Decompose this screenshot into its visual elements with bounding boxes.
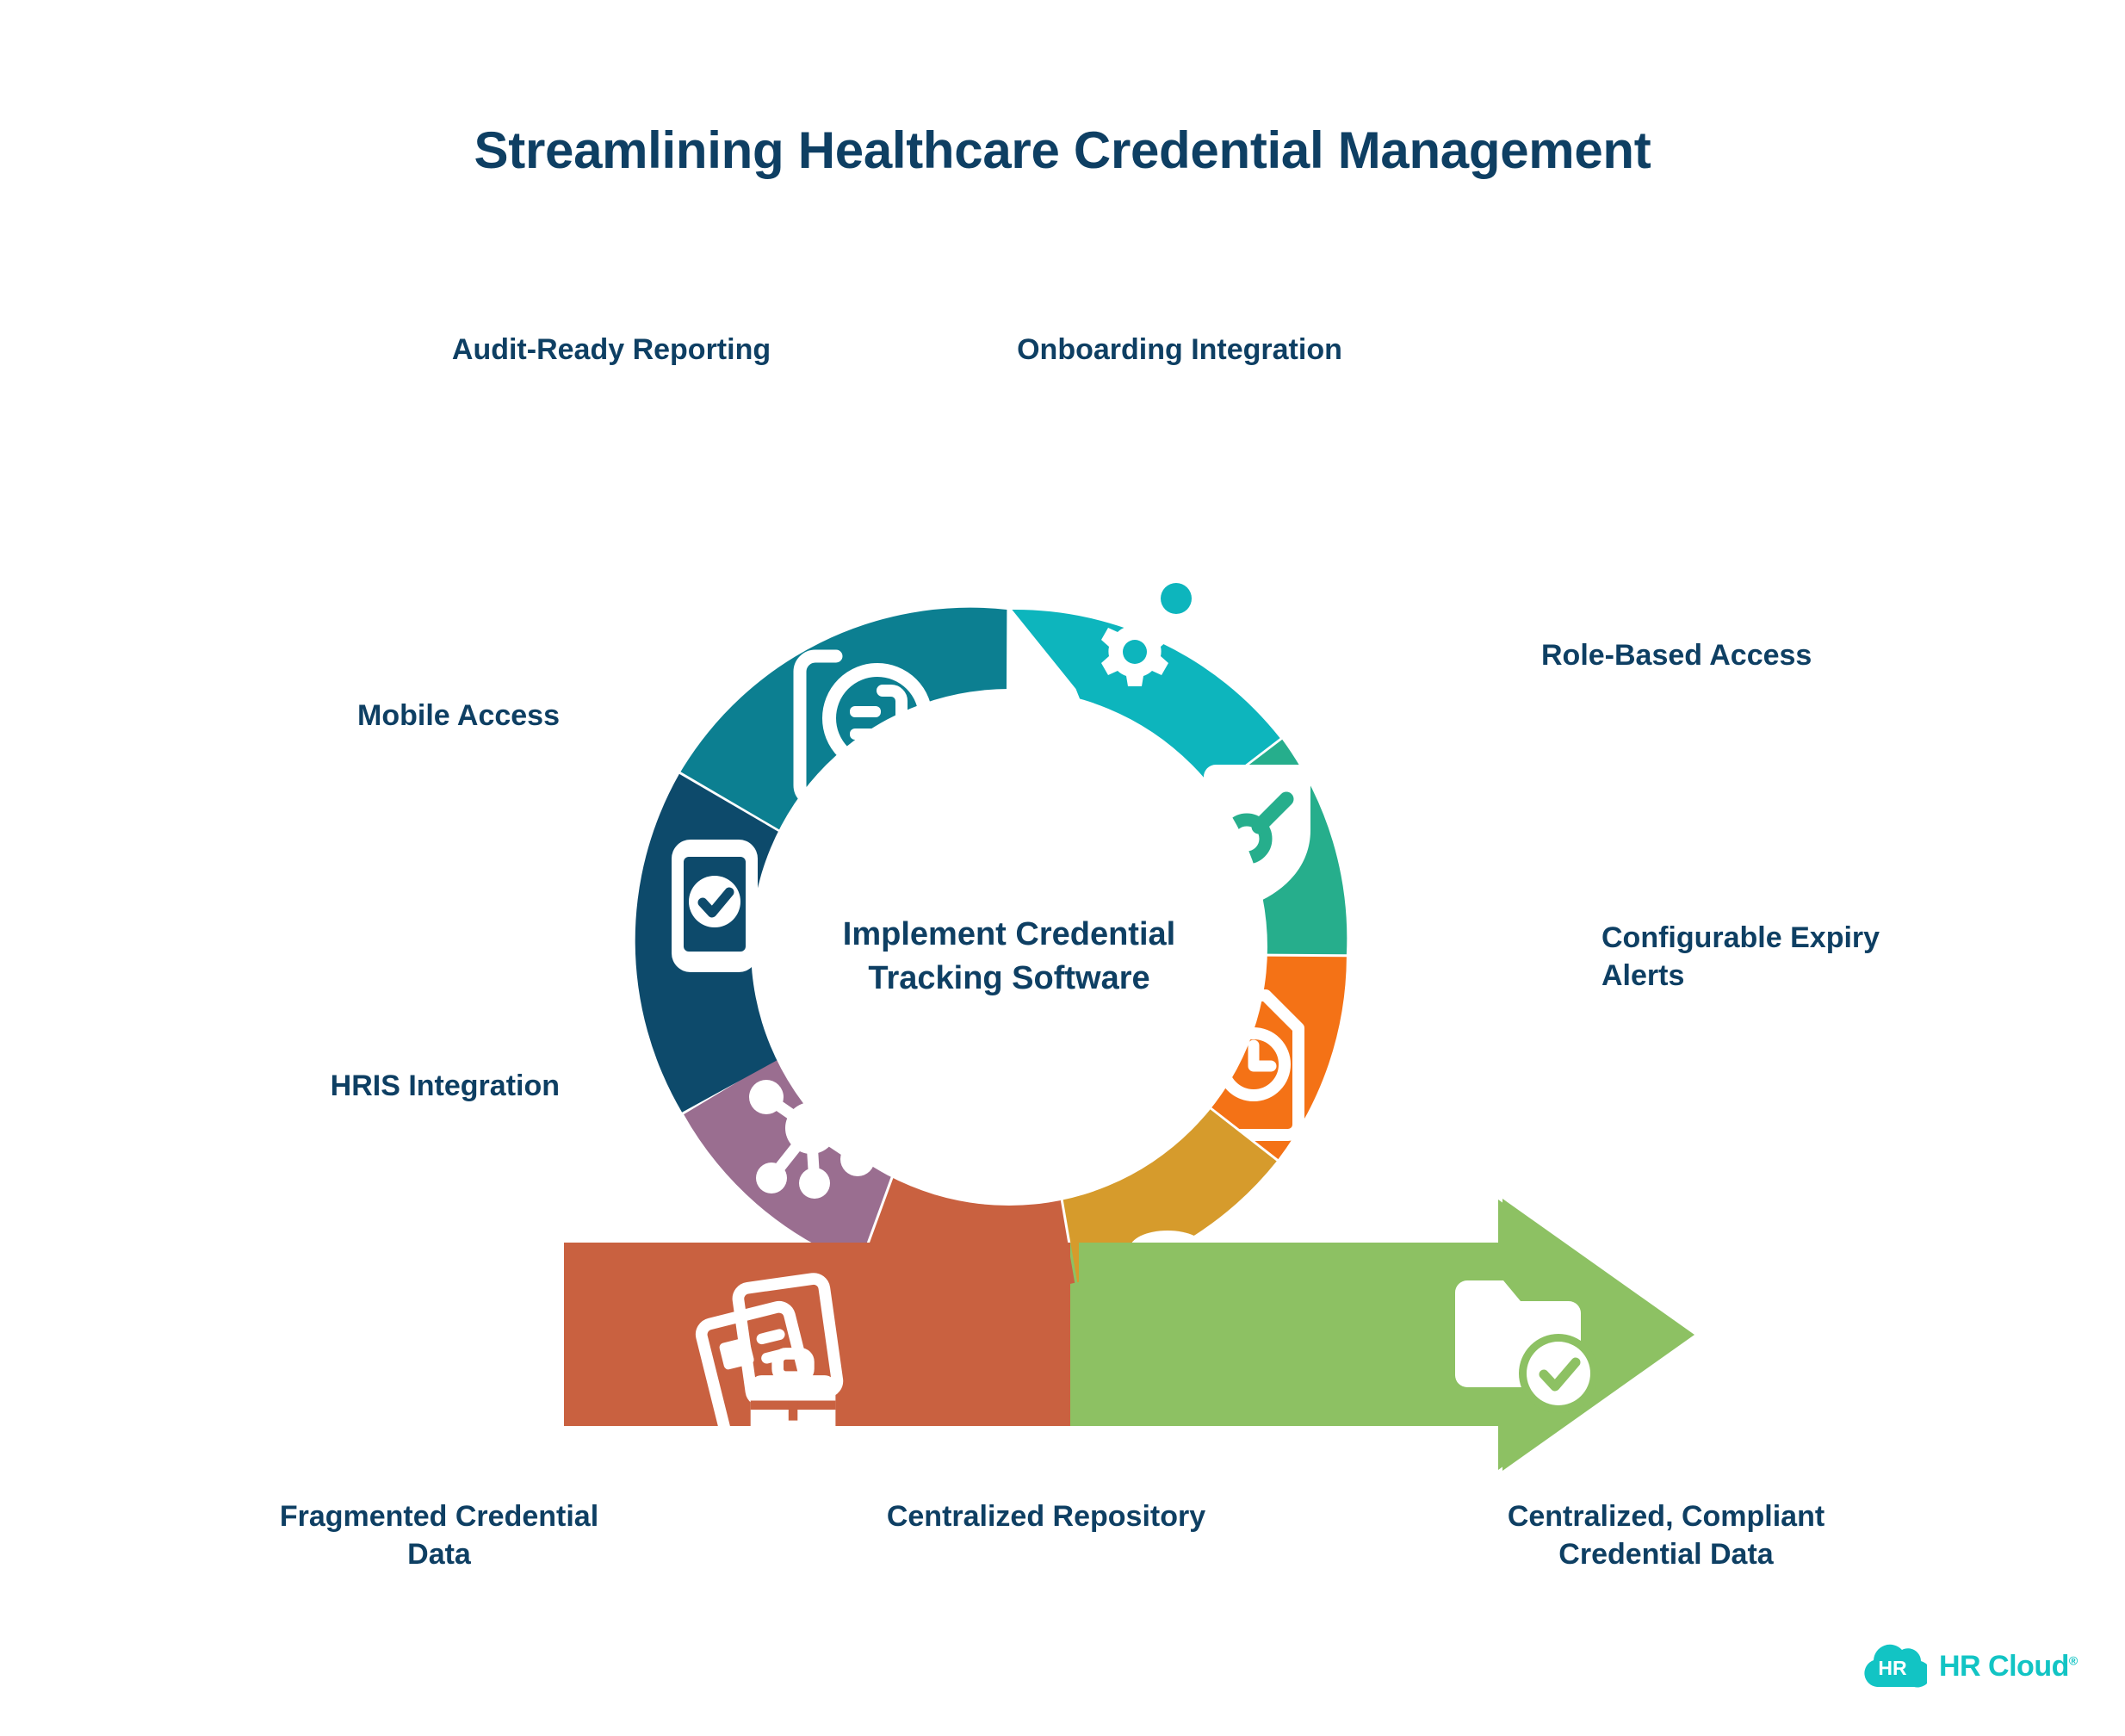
input-bar-overlay	[564, 1243, 1070, 1445]
page-title: Streamlining Healthcare Credential Manag…	[474, 121, 1651, 179]
label-centralized-repository: Centralized Repository	[886, 1500, 1206, 1533]
label-centralized-compliant-credential-data: Centralized, Compliant Credential Data	[1507, 1500, 1825, 1571]
hr-cloud-wordmark: HR Cloud®	[1939, 1650, 2078, 1683]
label-configurable-expiry-alerts: Configurable Expiry Alerts	[1601, 921, 1880, 992]
label-fragmented-credential-data: Fragmented Credential Data	[279, 1500, 599, 1571]
donut-center-hub	[751, 689, 1267, 1206]
output-arrow-overlay	[1079, 1199, 1694, 1471]
label-hris-integration: HRIS Integration	[330, 1070, 560, 1102]
hr-cloud-name: HR Cloud	[1939, 1649, 2069, 1683]
gears-icon	[1101, 556, 1218, 686]
label-onboarding-integration: Onboarding Integration	[1017, 333, 1342, 366]
hr-cloud-logo: HR HR Cloud®	[1860, 1636, 2084, 1696]
id-cards-briefcase-icon-overlay	[695, 1273, 844, 1445]
label-audit-ready-reporting: Audit-Ready Reporting	[451, 333, 771, 366]
label-role-based-access: Role-Based Access	[1541, 639, 1812, 672]
cloud-icon-text: HR	[1878, 1657, 1907, 1679]
center-label: Implement Credential Tracking Software	[842, 916, 1176, 996]
folder-check-icon-overlay	[1455, 1280, 1598, 1413]
mobile-check-icon	[672, 840, 758, 972]
label-mobile-access: Mobile Access	[357, 699, 560, 732]
cloud-icon: HR	[1860, 1640, 1931, 1692]
registered-mark: ®	[2068, 1653, 2078, 1668]
